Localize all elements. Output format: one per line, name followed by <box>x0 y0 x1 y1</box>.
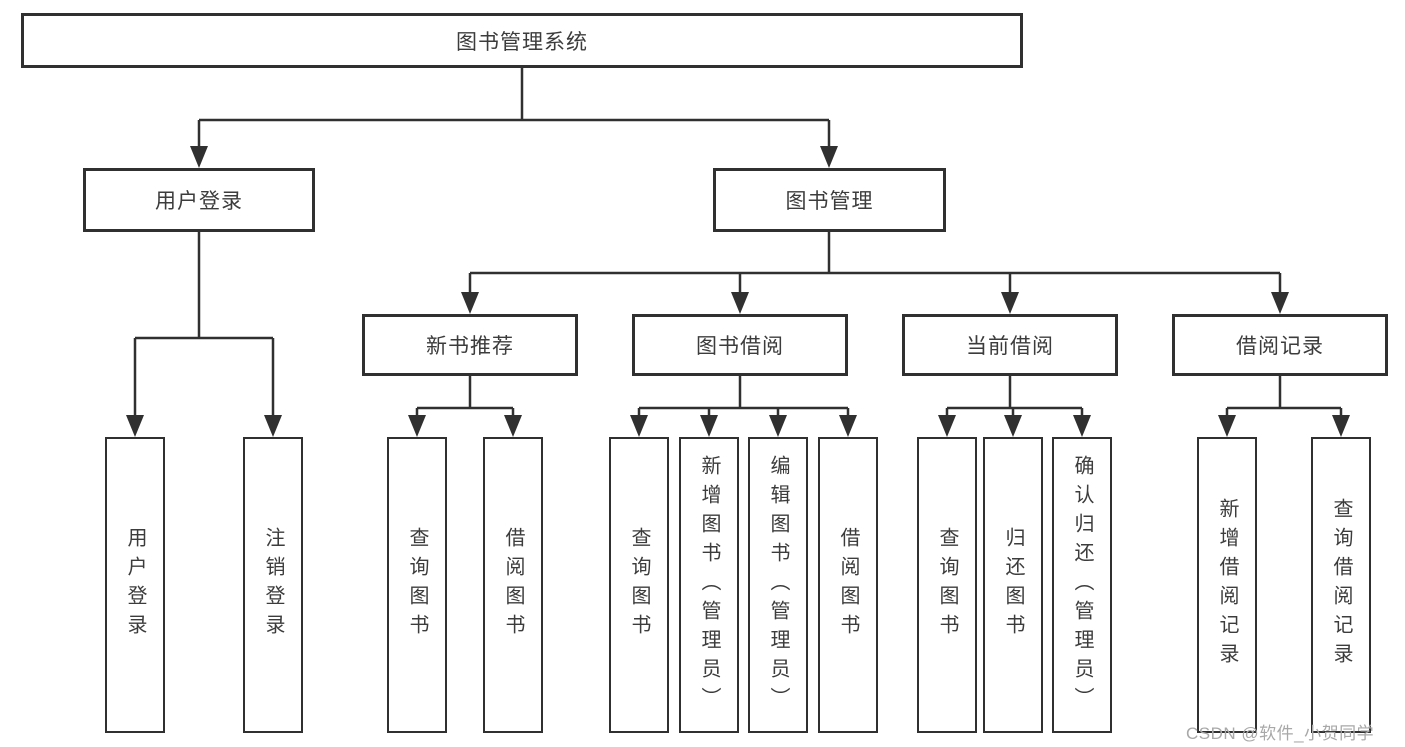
leaf-borrow-books: 借阅图书 <box>818 437 878 733</box>
leaf-label: 查询图书 <box>406 527 428 643</box>
node-current-borrowing: 当前借阅 <box>902 314 1118 376</box>
arrowheads <box>126 146 1350 437</box>
leaf-query-books: 查询图书 <box>609 437 669 733</box>
node-label: 当前借阅 <box>966 335 1054 358</box>
leaf-label: 查询图书 <box>628 527 650 643</box>
leaf-return-books: 归还图书 <box>983 437 1043 733</box>
leaf-confirm-return-admin: 确认归还（管理员） <box>1052 437 1112 733</box>
leaf-label: 注销登录 <box>262 527 284 643</box>
leaf-label: 借阅图书 <box>502 527 524 643</box>
leaf-label: 编辑图书（管理员） <box>767 454 789 716</box>
leaf-logout: 注销登录 <box>243 437 303 733</box>
leaf-label: 借阅图书 <box>837 527 859 643</box>
node-label: 图书借阅 <box>696 335 784 358</box>
node-label: 新书推荐 <box>426 335 514 358</box>
node-user-login: 用户登录 <box>83 168 315 232</box>
node-label: 借阅记录 <box>1236 335 1324 358</box>
leaf-label: 新增借阅记录 <box>1216 498 1238 672</box>
node-book-borrowing: 图书借阅 <box>632 314 848 376</box>
node-label: 图书管理系统 <box>456 30 588 54</box>
leaf-query-books: 查询图书 <box>387 437 447 733</box>
leaf-label: 用户登录 <box>124 527 146 643</box>
leaf-edit-books-admin: 编辑图书（管理员） <box>748 437 808 733</box>
leaf-label: 确认归还（管理员） <box>1071 454 1093 716</box>
leaf-query-borrow-record: 查询借阅记录 <box>1311 437 1371 733</box>
node-new-book-recommendation: 新书推荐 <box>362 314 578 376</box>
node-label: 图书管理 <box>785 190 874 213</box>
leaf-user-login: 用户登录 <box>105 437 165 733</box>
leaf-label: 归还图书 <box>1002 527 1024 643</box>
leaf-label: 新增图书（管理员） <box>698 454 720 716</box>
leaf-borrow-books: 借阅图书 <box>483 437 543 733</box>
node-book-management: 图书管理 <box>713 168 946 232</box>
leaf-add-borrow-record: 新增借阅记录 <box>1197 437 1257 733</box>
leaf-label: 查询图书 <box>936 527 958 643</box>
leaf-add-books-admin: 新增图书（管理员） <box>679 437 739 733</box>
csdn-watermark: CSDN @软件_小贺同学 <box>1186 724 1375 743</box>
node-borrowing-records: 借阅记录 <box>1172 314 1388 376</box>
leaf-label: 查询借阅记录 <box>1330 498 1352 672</box>
node-library-management-system: 图书管理系统 <box>21 13 1023 68</box>
leaf-query-books: 查询图书 <box>917 437 977 733</box>
node-label: 用户登录 <box>155 190 243 213</box>
